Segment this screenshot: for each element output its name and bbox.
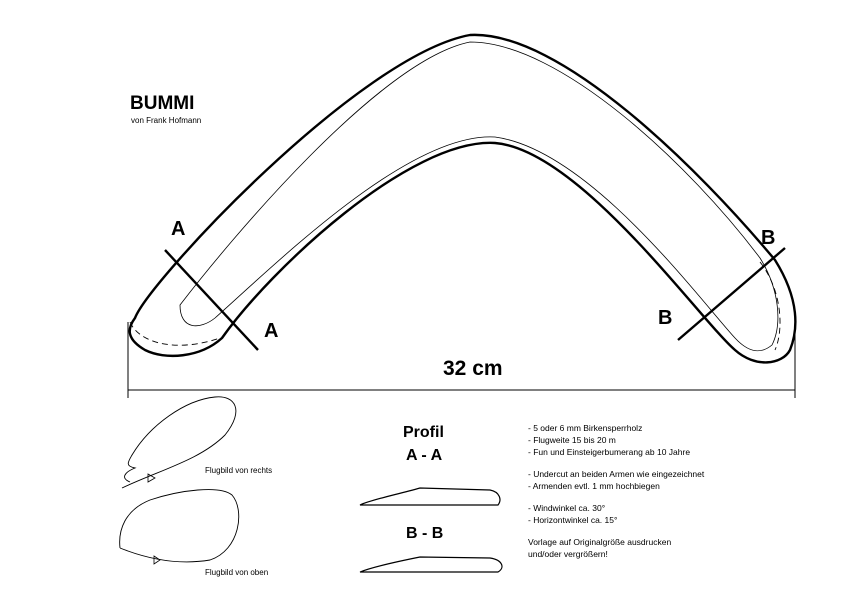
section-line-b — [677, 247, 786, 341]
flight-path-right-marker — [147, 473, 156, 483]
build-notes: - 5 oder 6 mm Birkensperrholz - Flugweit… — [528, 422, 704, 560]
boomerang-outline — [128, 33, 797, 364]
profile-heading: Profil — [403, 424, 444, 441]
author-credit: von Frank Hofmann — [131, 116, 202, 125]
section-label-b-bottom: B — [658, 307, 673, 329]
diagram-title: BUMMI — [130, 93, 195, 114]
note-line: - Fun und Einsteigerbumerang ab 10 Jahre — [528, 447, 691, 457]
flight-path-right-caption: Flugbild von rechts — [205, 466, 273, 475]
note-line: - Undercut an beiden Armen wie eingezeic… — [528, 469, 705, 479]
flight-path-top — [119, 489, 240, 563]
section-line-a — [164, 249, 259, 351]
boomerang-inner-contour — [179, 41, 779, 352]
section-label-a-bottom: A — [264, 320, 279, 342]
note-line: - Flugweite 15 bis 20 m — [528, 435, 616, 445]
note-line: - Windwinkel ca. 30° — [528, 503, 606, 513]
undercut-right-dashed — [759, 261, 781, 351]
flight-path-top-caption: Flugbild von oben — [205, 568, 269, 577]
profile-bb-label: B - B — [406, 525, 444, 542]
note-line: Vorlage auf Originalgröße ausdrucken — [528, 537, 672, 547]
profile-bb-shape — [359, 556, 503, 573]
section-label-a-top: A — [171, 218, 186, 240]
flight-path-right — [121, 396, 237, 489]
note-line: - Horizontwinkel ca. 15° — [528, 515, 618, 525]
note-line: - Armenden evtl. 1 mm hochbiegen — [528, 481, 660, 491]
section-label-b-top: B — [761, 227, 776, 249]
profile-aa-shape — [359, 487, 501, 506]
profile-aa-label: A - A — [406, 447, 443, 464]
note-line: - 5 oder 6 mm Birkensperrholz — [528, 423, 643, 433]
undercut-left-dashed — [129, 321, 221, 346]
flight-path-top-marker — [153, 555, 161, 565]
dimension-label: 32 cm — [443, 357, 503, 380]
note-line: und/oder vergrößern! — [528, 549, 608, 559]
